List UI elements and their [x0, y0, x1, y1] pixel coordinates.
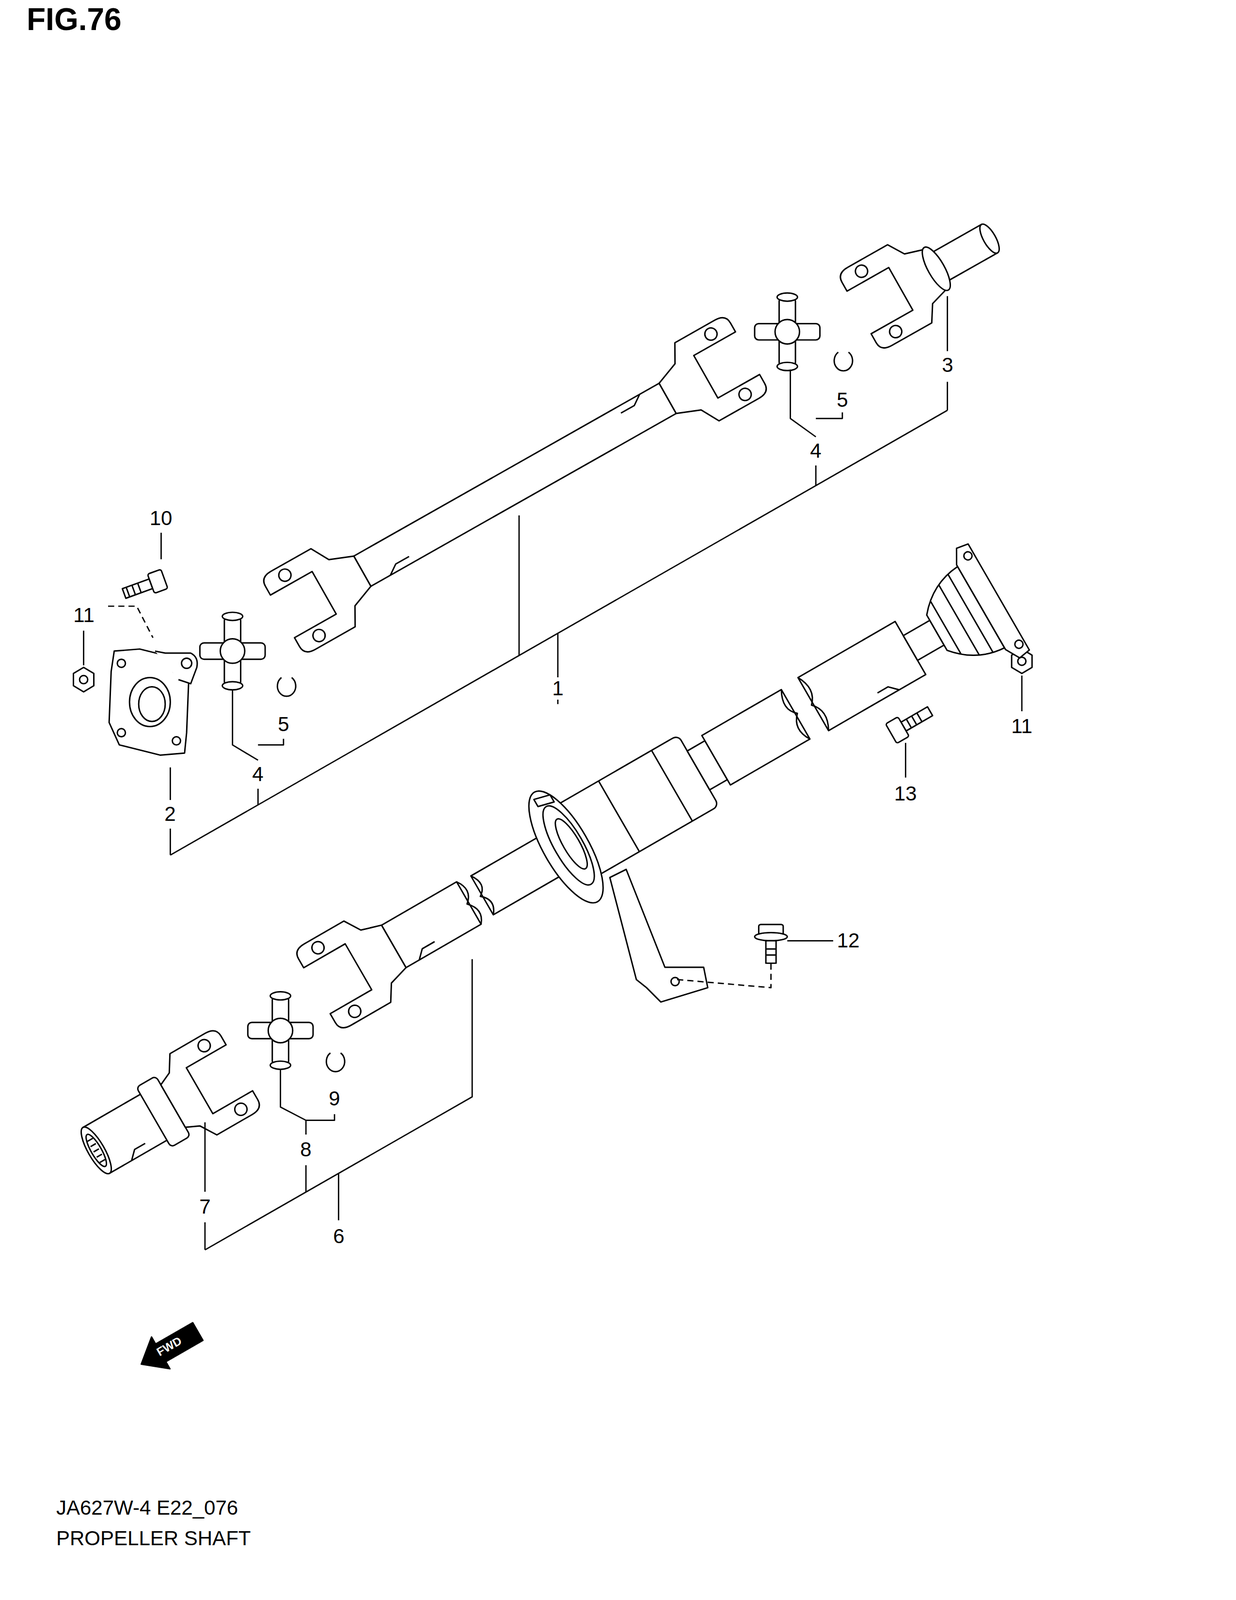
front-shaft	[260, 314, 770, 656]
callout-number: 10	[147, 507, 175, 530]
figure-title: FIG.76	[26, 3, 122, 35]
caption: PROPELLER SHAFT	[56, 1527, 251, 1549]
callout-number: 7	[197, 1195, 213, 1218]
universal-joint-spider	[754, 292, 821, 371]
dashed-fastener-lines	[108, 605, 772, 988]
forward-arrow	[132, 1315, 207, 1380]
bolt	[885, 701, 936, 744]
callout-number: 9	[326, 1087, 342, 1110]
snap-ring	[326, 1052, 345, 1072]
callout-number: 5	[275, 713, 291, 736]
callout-number: 12	[835, 929, 862, 952]
callout-number: 8	[298, 1138, 314, 1161]
callout-number: 1	[550, 677, 566, 700]
universal-joint-spider	[247, 991, 314, 1070]
callout-number: 4	[250, 762, 266, 786]
callout-number: 11	[71, 603, 97, 627]
universal-joint-spider	[199, 612, 266, 690]
callout-number: 4	[808, 439, 824, 462]
drawing-code: JA627W-4 E22_076	[56, 1497, 238, 1518]
callout-number: 5	[834, 388, 850, 412]
rear-shaft	[285, 541, 1031, 1046]
callout-number: 3	[939, 353, 955, 377]
callout-number: 2	[162, 802, 178, 825]
callout-number: 13	[892, 782, 920, 805]
snap-ring	[834, 351, 853, 371]
companion-flange	[109, 649, 198, 756]
snap-ring	[277, 677, 296, 697]
flange-yoke	[837, 196, 1017, 352]
bolt	[754, 924, 788, 964]
slip-yoke	[65, 1026, 264, 1195]
callout-number: 6	[331, 1224, 347, 1248]
nut	[73, 666, 94, 692]
leader-lines	[83, 296, 1023, 1250]
bracket-hole	[670, 977, 680, 986]
bolt	[120, 569, 168, 603]
center-bearing-bracket	[609, 869, 708, 1002]
callout-number: 11	[1009, 714, 1035, 738]
